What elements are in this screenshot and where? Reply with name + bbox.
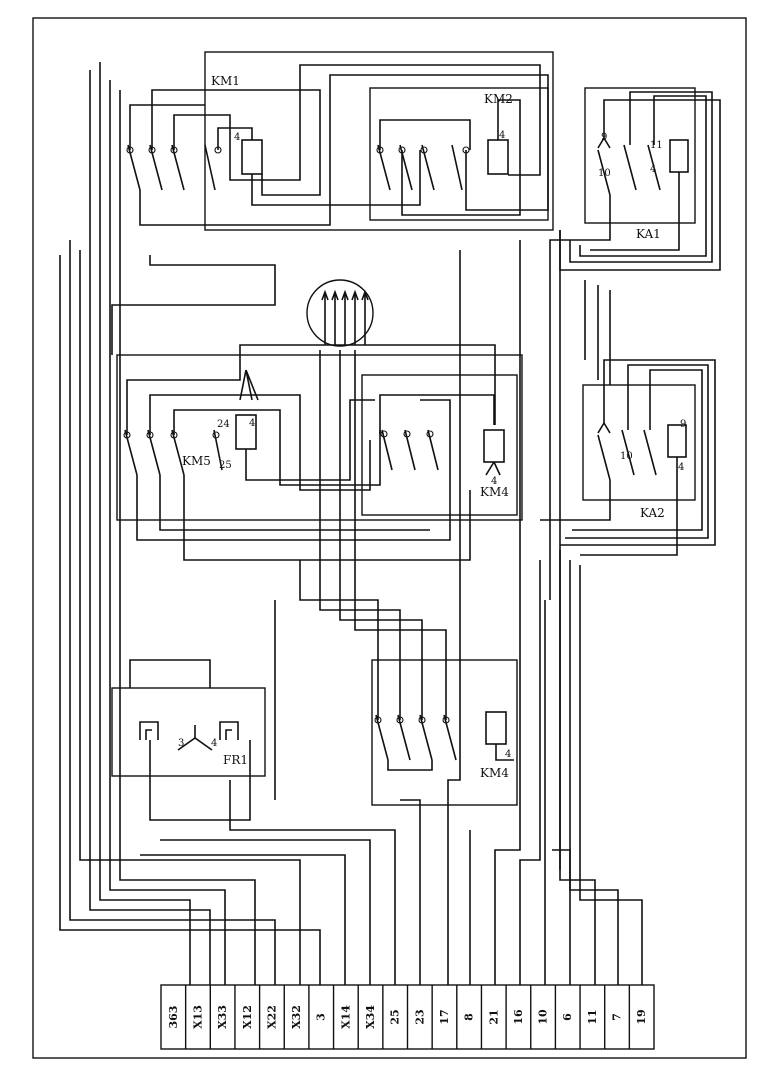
pin-ka2-c: 4: [678, 462, 684, 473]
terminal-label: X13: [191, 1005, 204, 1029]
motor-terminal-circle: [306, 279, 374, 347]
pin-ka1-d: 4: [650, 164, 656, 175]
terminal-label: 17: [438, 1009, 451, 1024]
ka1-coil: [669, 139, 689, 173]
label-km5: KM5: [182, 454, 211, 468]
terminal-label: 10: [537, 1009, 550, 1025]
pin-km5-c: 25: [219, 460, 232, 471]
km2-coil: [487, 139, 509, 175]
label-ka2: KA2: [640, 506, 665, 520]
km4-top-panel: [361, 374, 518, 516]
label-km4-bottom: KM4: [480, 766, 509, 780]
terminal-label: X33: [216, 1005, 229, 1029]
terminal-label: X14: [339, 1005, 352, 1029]
pin-km4-bottom-coil: 4: [505, 749, 511, 760]
pin-ka2-b: 10: [620, 451, 633, 462]
pin-km5-a: 24: [217, 419, 230, 430]
terminal-label: 16: [512, 1009, 525, 1025]
terminal-label: 25: [389, 1009, 402, 1024]
pin-fr1-a: 3: [178, 738, 184, 749]
labels: KM1 KM2 KA1 KA2 KM5 KM4 KM4 FR1 4 4 9 11…: [178, 74, 686, 780]
terminal-label: X34: [364, 1005, 377, 1029]
km5-panel: [116, 344, 523, 561]
terminal-label: 8: [463, 1013, 476, 1021]
label-km1: KM1: [211, 74, 240, 88]
terminal-label: X12: [241, 1005, 254, 1029]
pin-km5-b: 4: [249, 418, 255, 429]
pin-ka1-a: 9: [601, 132, 607, 143]
pin-ka1-c: 10: [598, 168, 611, 179]
wiring-harness: [59, 62, 643, 985]
label-ka1: KA1: [636, 227, 661, 241]
label-km2: KM2: [484, 92, 513, 106]
pin-km2-coil: 4: [499, 130, 505, 141]
terminal-label: 363: [167, 1006, 180, 1029]
terminal-label: 3: [315, 1013, 328, 1021]
terminal-label: 11: [586, 1009, 599, 1024]
fr1-panel: [111, 659, 266, 821]
terminal-label: 23: [413, 1009, 426, 1024]
terminal-label: 7: [611, 1013, 624, 1021]
label-fr1: FR1: [223, 753, 248, 767]
km1-coil: [241, 139, 263, 175]
ka1-panel: [549, 87, 721, 600]
pin-fr1-b: 4: [211, 738, 217, 749]
ka2-panel: [540, 280, 716, 556]
label-km4-top: KM4: [480, 485, 509, 499]
terminal-strip: 363 X13 X33 X12 X22 X32 3 X14 X34 25 23 17 8 21 16 10 6 1…: [160, 984, 655, 1050]
pin-km4-top-coil: 4: [491, 476, 497, 487]
terminal-label: 6: [561, 1013, 574, 1021]
km4-top-coil: [483, 429, 505, 463]
km1-km2-panel: [126, 51, 554, 231]
page-border: [32, 17, 747, 1059]
terminal-label: 21: [487, 1009, 500, 1024]
pin-ka1-b: 11: [650, 140, 663, 151]
km4-bottom-panel: [299, 350, 518, 806]
terminal-cells: 363 X13 X33 X12 X22 X32 3 X14 X34 25 23 17 8 21 16 10 6 1…: [167, 985, 648, 1049]
terminal-label: X22: [265, 1005, 278, 1029]
pin-km1-coil: 4: [234, 132, 240, 143]
pin-ka2-a: 9: [680, 419, 686, 430]
terminal-label: 19: [635, 1009, 648, 1024]
km4-bottom-coil: [485, 711, 507, 745]
terminal-label: X32: [290, 1005, 303, 1029]
